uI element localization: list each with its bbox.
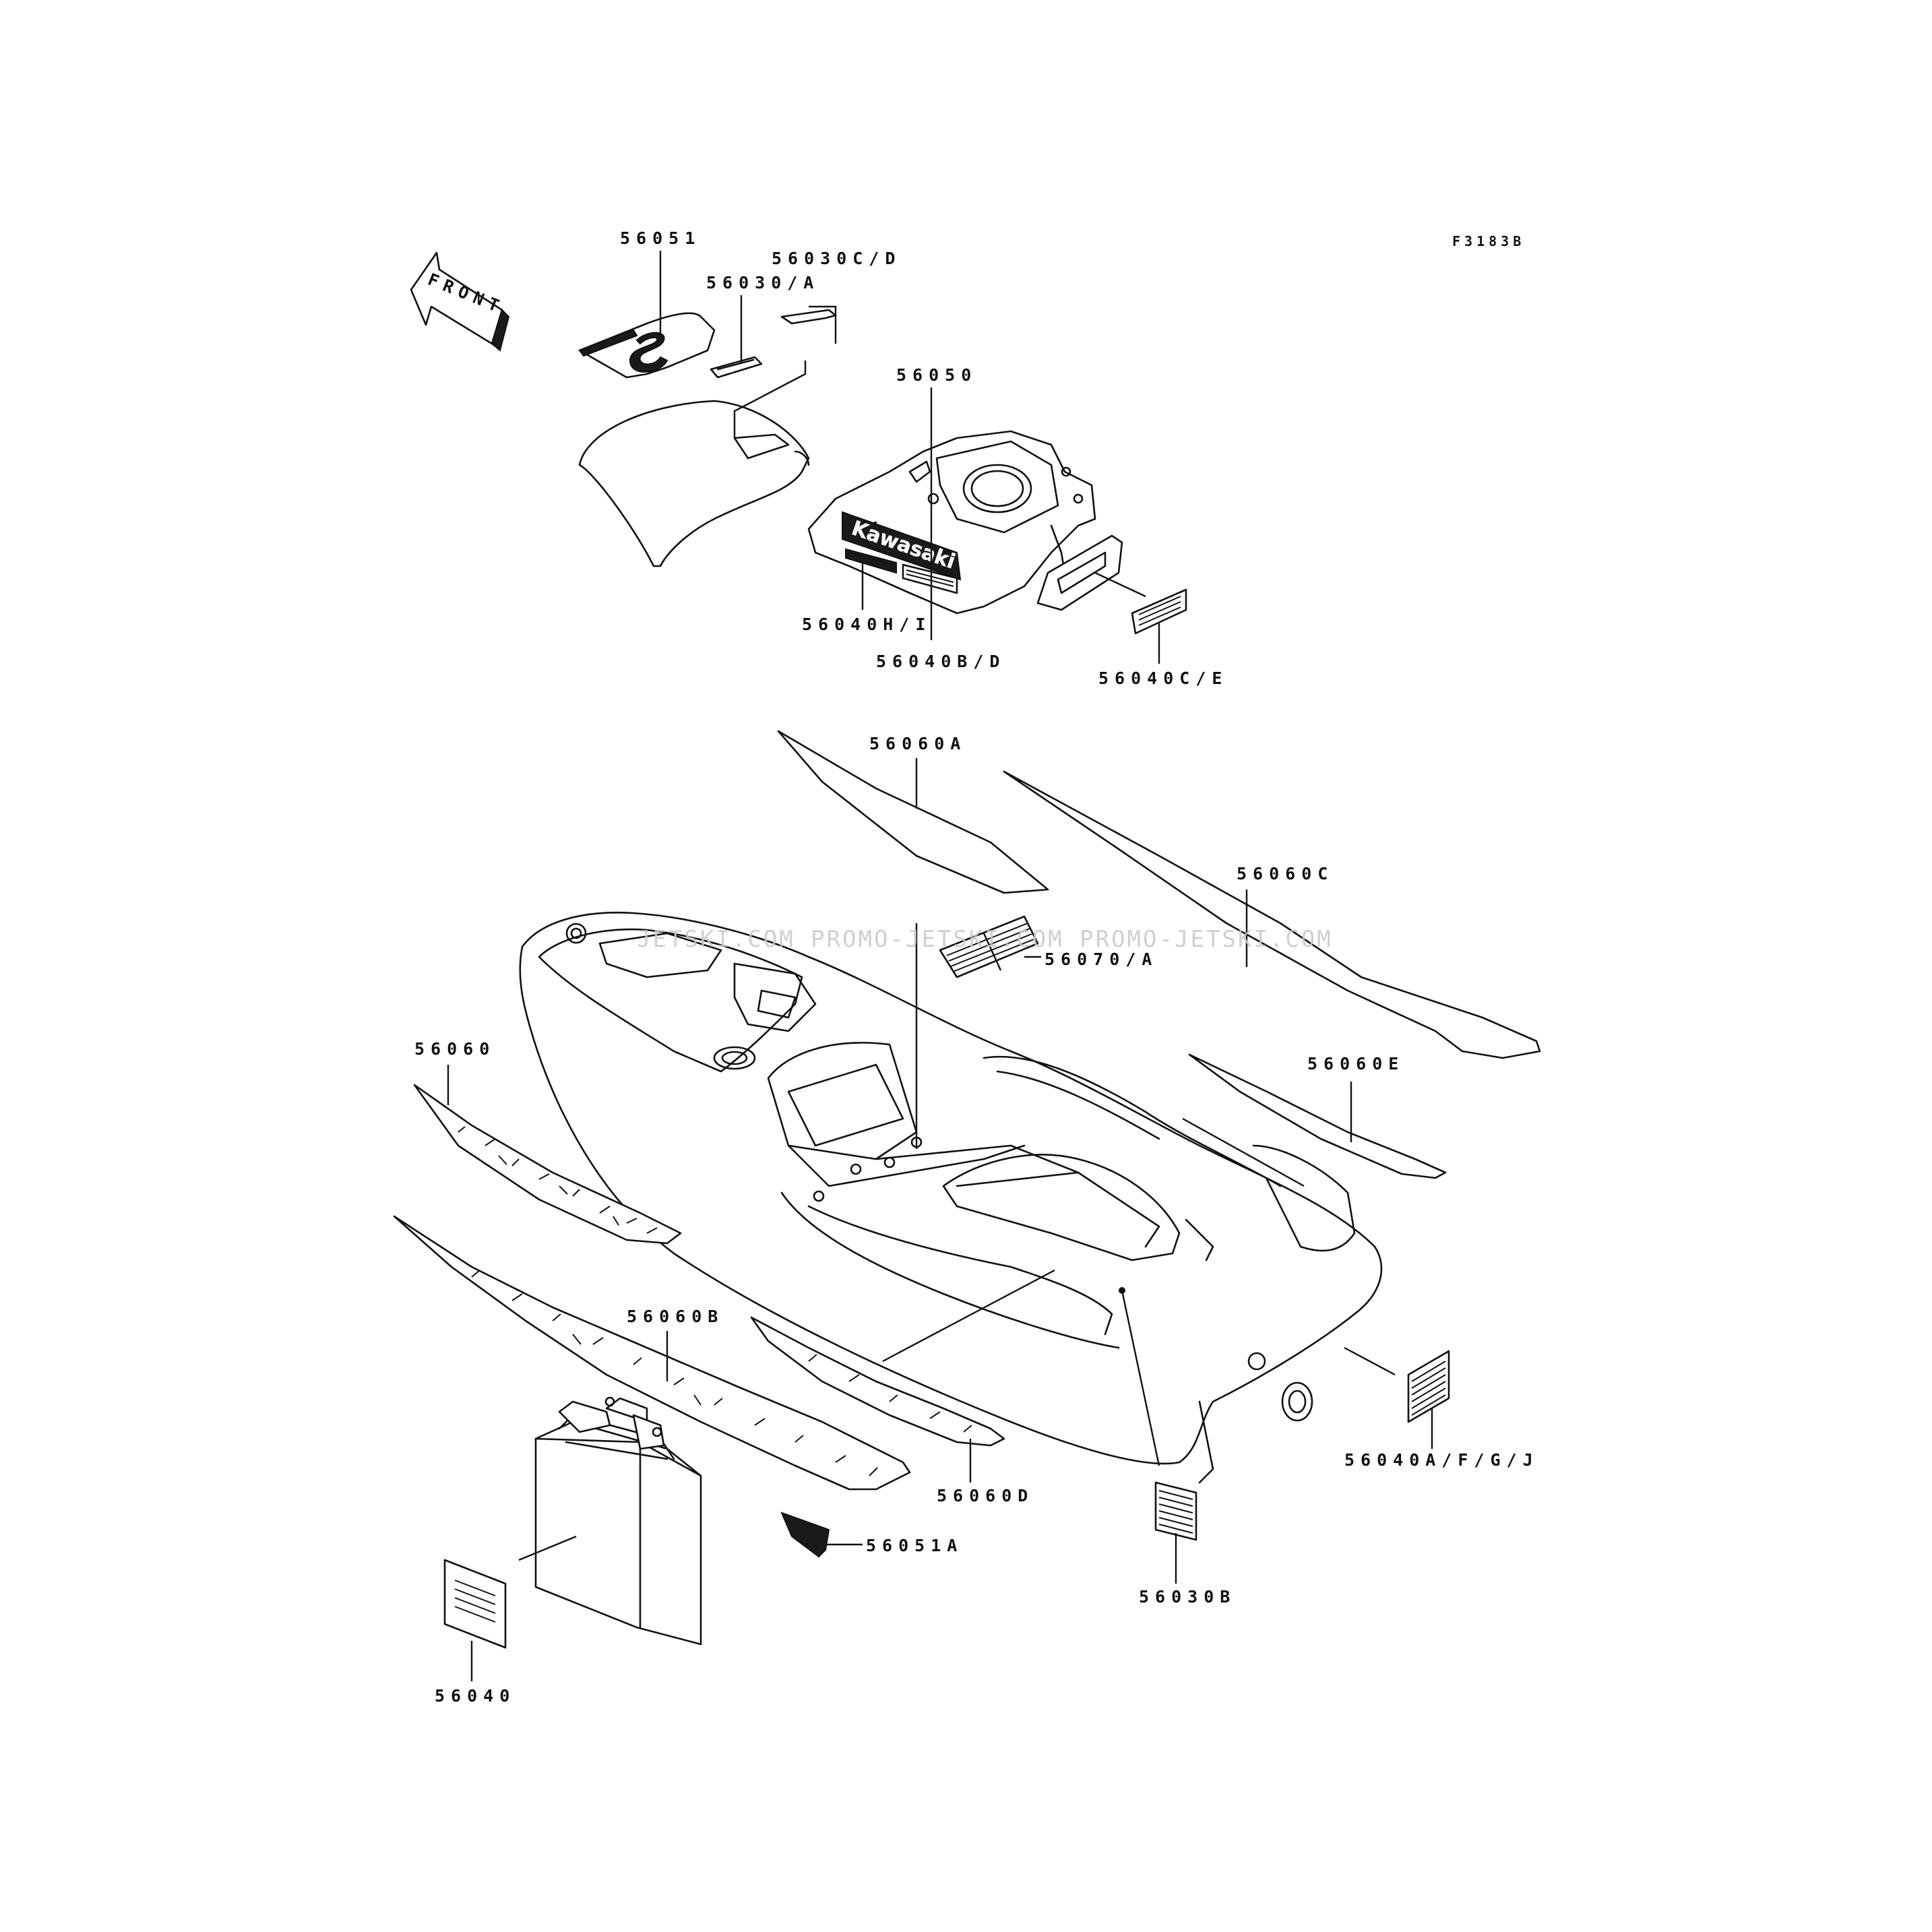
hood-decal-56040hi-icon	[845, 548, 897, 574]
label-56060: 56060	[414, 1039, 495, 1059]
stripe-56060d-icon	[750, 1316, 1005, 1447]
stripe-56060-icon	[413, 1084, 682, 1245]
label-56040bd: 56040B/D	[876, 652, 1005, 671]
emblem-56051a-icon	[780, 1512, 830, 1558]
label-56051: 56051	[620, 228, 701, 248]
sj-decal-icon	[578, 312, 716, 379]
label-56030a: 56030/A	[706, 273, 819, 292]
label-56040afgj: 56040A/F/G/J	[1344, 1450, 1539, 1470]
stripe-56060b-icon	[393, 1215, 911, 1491]
front-arrow-icon: FRONT	[410, 251, 510, 352]
label-56040: 56040	[435, 1686, 516, 1706]
decal-56040afgj-icon	[1407, 1350, 1450, 1423]
stripe-56060a-icon	[777, 730, 1049, 894]
label-56060b: 56060B	[627, 1307, 724, 1326]
label-56060d: 56060D	[937, 1486, 1034, 1505]
label-56030cd: 56030C/D	[772, 249, 901, 268]
kawasaki-decal-icon: Kawasaki	[842, 511, 962, 581]
seat-drawing	[578, 400, 810, 567]
decal-56070a-icon	[939, 915, 1039, 978]
label-56060e: 56060E	[1307, 1054, 1404, 1073]
hood-cover-drawing	[807, 430, 1096, 615]
label-56070a: 56070/A	[1045, 949, 1158, 969]
label-56040hi: 56040H/I	[802, 615, 931, 634]
seat-decal-56030-icon	[710, 356, 763, 379]
stripe-56060e-icon	[1188, 1053, 1447, 1179]
seat-decal-56030cd-icon	[780, 309, 837, 325]
figure-code: F3183B	[1452, 233, 1525, 249]
label-56060c: 56060C	[1237, 864, 1334, 883]
hull-drawing	[519, 912, 1383, 1484]
label-card-56040-icon	[443, 1559, 507, 1649]
battery-drawing	[518, 1396, 702, 1646]
label-56030b: 56030B	[1139, 1587, 1236, 1607]
label-56051a: 56051A	[866, 1536, 963, 1555]
label-56040ce: 56040C/E	[1098, 668, 1228, 688]
decal-56030b-icon	[1154, 1481, 1197, 1541]
hood-decal-56040ce-icon	[1131, 588, 1187, 635]
watermark-text: JETSKI.COM PROMO-JETSKI.COM PROMO-JETSKI…	[637, 926, 1333, 953]
hood-decal-56040bd-icon	[902, 563, 958, 594]
label-56060a: 56060A	[869, 734, 966, 753]
stripe-56060c-icon	[1003, 770, 1541, 1059]
hood-vent-plate-icon	[1036, 534, 1146, 611]
label-56050: 56050	[896, 365, 977, 385]
